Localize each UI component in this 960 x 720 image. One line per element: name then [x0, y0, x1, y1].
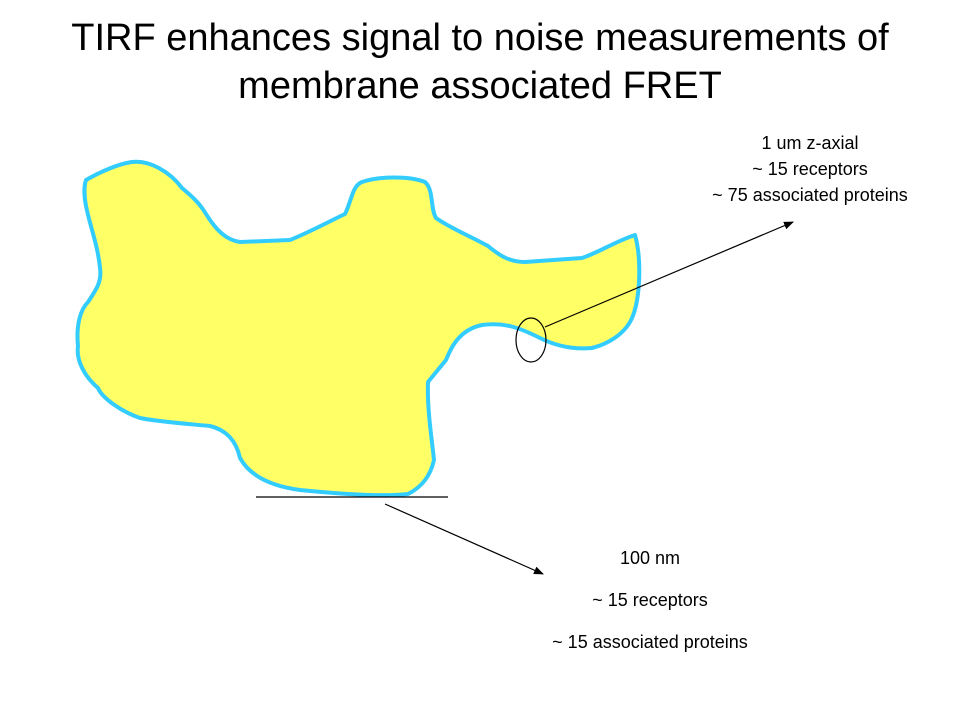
arrow-to-upper-label	[544, 221, 794, 328]
lower-label-line-2: ~ 15 receptors	[592, 590, 708, 610]
slide-title: TIRF enhances signal to noise measuremen…	[0, 14, 960, 110]
upper-label: 1 um z-axial ~ 15 receptors ~ 75 associa…	[660, 130, 960, 208]
cell-body	[75, 159, 642, 498]
title-line-2: membrane associated FRET	[238, 65, 722, 107]
title-line-1: TIRF enhances signal to noise measuremen…	[71, 17, 889, 59]
region-of-interest-ellipse	[515, 317, 547, 363]
upper-label-line-2: ~ 15 receptors	[752, 159, 868, 179]
lower-label-line-1: 100 nm	[619, 548, 681, 568]
arrow-to-lower-label	[384, 503, 544, 575]
upper-label-line-1: 1 um z-axial	[761, 133, 859, 153]
lower-label: 100 nm ~ 15 receptors ~ 15 associated pr…	[490, 537, 810, 663]
upper-label-line-3: ~ 75 associated proteins	[712, 185, 908, 205]
lower-label-line-3: ~ 15 associated proteins	[552, 632, 748, 652]
